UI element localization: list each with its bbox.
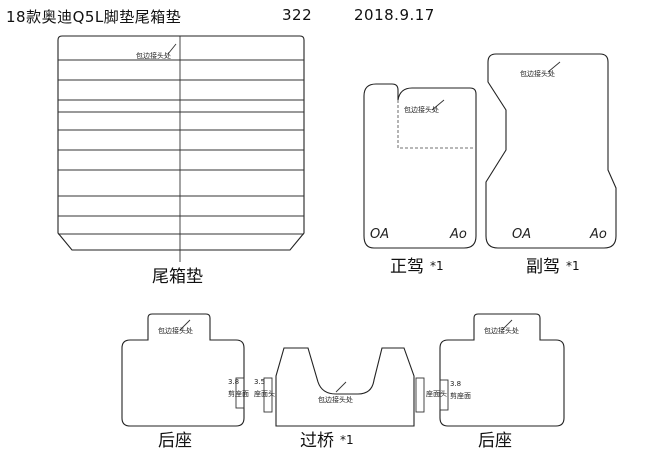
logo-left: OA xyxy=(370,227,389,242)
sheet-title: 18款奥迪Q5L脚垫尾箱垫 xyxy=(6,8,182,26)
seam-note: 包边接头处 xyxy=(158,326,193,335)
rear-right-mat-outline xyxy=(439,313,565,427)
driver-mat: 包边接头处 OA Ao 正驾 *1 xyxy=(363,83,477,277)
seam-note: 包边接头处 xyxy=(136,51,171,60)
tab-text: 剪座面 xyxy=(450,391,471,400)
trunk-mat-outline xyxy=(57,35,305,251)
seam-note: 包边接头处 xyxy=(318,395,353,404)
driver-heel-pad xyxy=(397,100,474,149)
tab-number: 3.8 xyxy=(450,380,461,388)
rear-left-mat: 包边接头处 3.8 剪座面 后座 xyxy=(121,313,249,451)
tab-text: 座面头 xyxy=(254,389,275,398)
sheet-date: 2018.9.17 xyxy=(354,6,435,24)
seam-marker xyxy=(179,319,191,331)
seam-note: 包边接头处 xyxy=(484,326,519,335)
driver-caption: 正驾 xyxy=(390,257,424,277)
driver-mat-outline xyxy=(363,83,477,249)
bridge-mat-outline xyxy=(275,347,415,427)
tab-text: 剪座面 xyxy=(228,389,249,398)
seam-marker xyxy=(431,99,445,111)
sheet-code: 322 xyxy=(282,6,313,24)
trim-tab xyxy=(439,379,449,411)
logo-right: Ao xyxy=(449,227,467,242)
passenger-caption: 副驾 xyxy=(526,257,560,277)
passenger-mat: 包边接头处 OA Ao 副驾 *1 xyxy=(485,53,617,277)
trunk-mat: 包边接头处 尾箱垫 xyxy=(57,35,305,287)
seam-note: 包边接头处 xyxy=(520,69,555,78)
trim-tab xyxy=(263,377,273,413)
seam-marker xyxy=(167,43,177,55)
driver-qty: *1 xyxy=(430,259,444,273)
trim-tab xyxy=(415,377,425,413)
logo-left: OA xyxy=(512,227,531,242)
trim-tab xyxy=(235,377,245,409)
seam-marker xyxy=(501,319,513,331)
tab-number: 3.5 xyxy=(254,378,265,386)
logo-right: Ao xyxy=(589,227,607,242)
bridge-caption: 过桥 xyxy=(300,431,334,451)
passenger-qty: *1 xyxy=(566,259,580,273)
bridge-mat: 包边接头处 3.5 座面头 座面头 过桥 *1 xyxy=(254,347,447,451)
tab-text: 座面头 xyxy=(426,389,447,398)
rear-left-caption: 后座 xyxy=(158,431,192,451)
seam-marker xyxy=(547,61,561,73)
tab-number: 3.8 xyxy=(228,378,239,386)
sheet-header: 18款奥迪Q5L脚垫尾箱垫 322 2018.9.17 xyxy=(6,6,646,30)
trunk-caption: 尾箱垫 xyxy=(152,267,203,287)
rear-left-mat-outline xyxy=(121,313,245,427)
bridge-qty: *1 xyxy=(340,433,354,447)
seam-marker xyxy=(335,381,347,393)
rear-right-caption: 后座 xyxy=(478,431,512,451)
passenger-mat-outline xyxy=(485,53,617,249)
rear-right-mat: 包边接头处 3.8 剪座面 后座 xyxy=(439,313,565,451)
seam-note: 包边接头处 xyxy=(404,105,439,114)
